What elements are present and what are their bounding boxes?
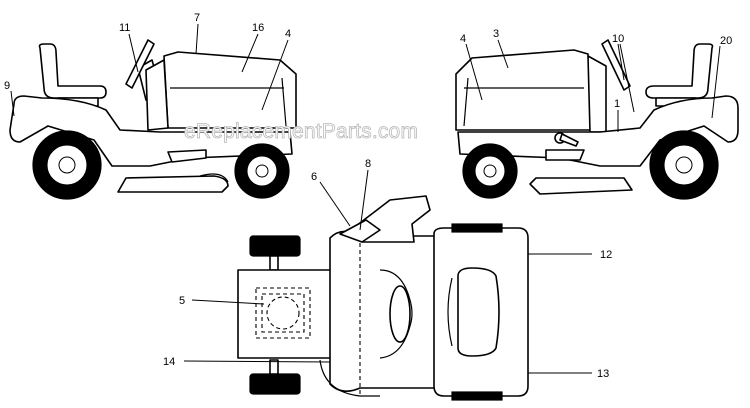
callout-3: 3 (493, 28, 499, 40)
callout-9: 9 (4, 80, 10, 92)
callout-7: 7 (194, 12, 200, 24)
callout-20: 20 (720, 35, 732, 47)
right-side-view-tractor (455, 39, 739, 200)
watermark-text: eReplacementParts.com (184, 120, 418, 143)
callout-numbers: 11 7 16 4 9 4 3 10 1 20 6 8 5 14 12 13 (4, 12, 732, 380)
callout-4-left: 4 (285, 28, 291, 40)
callout-4-right: 4 (460, 33, 466, 45)
left-side-view-tractor (9, 39, 297, 200)
callout-12: 12 (600, 249, 612, 261)
callout-10: 10 (612, 33, 624, 45)
callout-8: 8 (365, 158, 371, 170)
top-view-tractor (237, 195, 529, 401)
callout-5: 5 (179, 295, 185, 307)
callout-6: 6 (311, 171, 317, 183)
callout-16: 16 (252, 22, 264, 34)
callout-13: 13 (597, 368, 609, 380)
callout-11: 11 (119, 22, 130, 34)
callout-14: 14 (163, 356, 175, 368)
leader-lines (10, 23, 721, 374)
callout-1: 1 (614, 98, 620, 110)
